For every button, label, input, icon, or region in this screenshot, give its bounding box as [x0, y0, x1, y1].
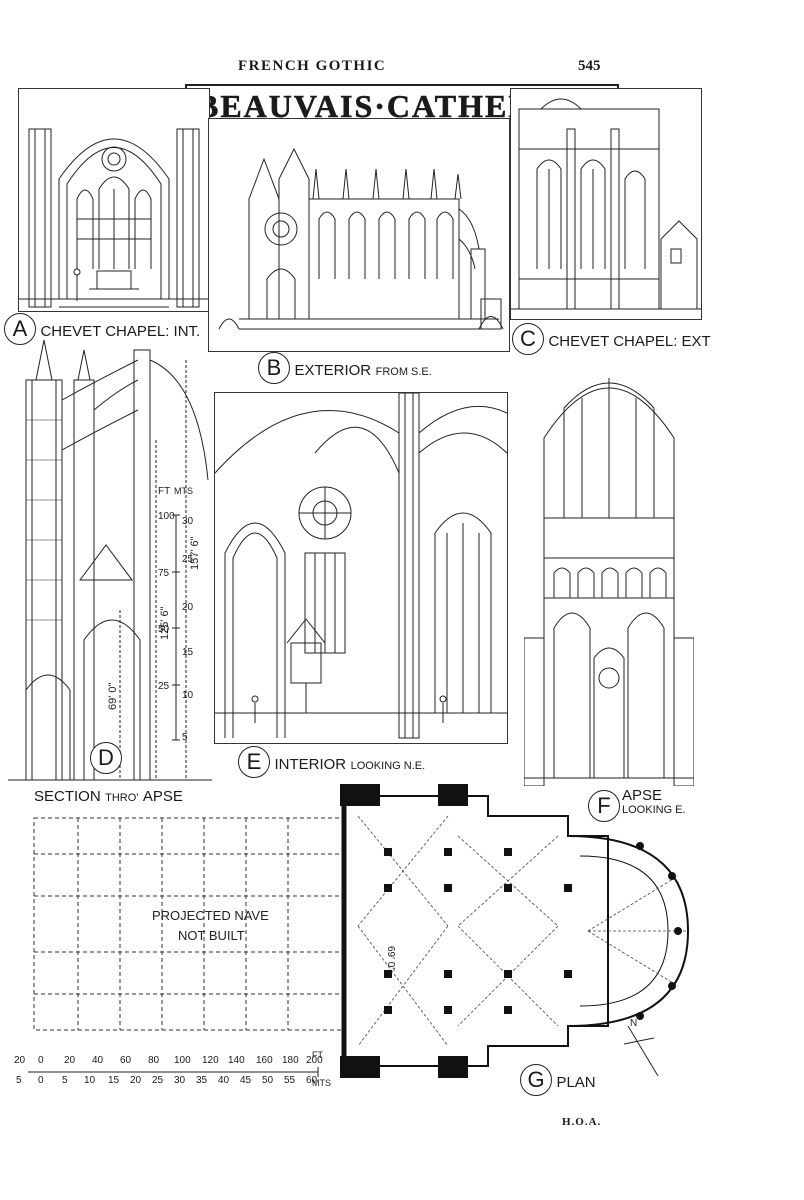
exterior-drawing [218, 147, 504, 330]
running-title: FRENCH GOTHIC [238, 58, 387, 74]
projected-note-line-1: PROJECTED NAVE [152, 908, 269, 923]
caption-f-text-wrap: APSE LOOKING E. [622, 788, 686, 818]
figure-letter-f: F [588, 790, 620, 822]
scale-ft-tick: 20 [64, 1055, 76, 1066]
caption-f-text: APSE [622, 787, 663, 804]
scale-m-tick: 50 [262, 1075, 274, 1086]
scale-m-tick: 30 [174, 1075, 186, 1086]
scale-ft-50: 50 [158, 624, 170, 635]
caption-d-sub: THRO' [105, 792, 139, 804]
plan-drawing: N 69' 0" PROJECTED NAVE NOT BUILT FT MTS [17, 784, 690, 1088]
figure-letter-e: E [238, 746, 270, 778]
north-label: N [630, 1018, 637, 1029]
scale-m-unit: MTS [174, 486, 193, 496]
scale-m-25: 25 [182, 554, 194, 565]
caption-c-text: CHEVET CHAPEL: EXT [548, 333, 711, 350]
caption-a: A CHEVET CHAPEL: INT. [4, 313, 200, 345]
scale-m-label: MTS [312, 1078, 331, 1088]
scale-ft-tick: 60 [120, 1055, 132, 1066]
caption-d-letter-wrap: D [90, 742, 122, 774]
caption-b: B EXTERIOR FROM S.E. [258, 352, 432, 384]
scale-m-tick: 15 [108, 1075, 120, 1086]
scale-m-tick: 45 [240, 1075, 252, 1086]
figure-letter-g: G [520, 1064, 552, 1096]
caption-g: G PLAN [520, 1064, 596, 1096]
caption-f: F [588, 790, 620, 822]
scale-ft-tick: 80 [148, 1055, 160, 1066]
scale-m-tick: 25 [152, 1075, 164, 1086]
plan-width-dim: 69' 0" [385, 946, 396, 971]
scale-ft-25: 25 [158, 681, 170, 692]
scale-ft-100: 100 [158, 511, 175, 522]
figure-a-chevet-chapel-interior [18, 88, 210, 312]
scale-ft-tick: 20 [14, 1055, 26, 1066]
caption-e-sub: LOOKING N.E. [350, 760, 426, 772]
caption-e: E INTERIOR LOOKING N.E. [238, 746, 425, 778]
section-drawing: FT MTS 100 75 50 25 30 25 20 15 10 5 157… [8, 339, 212, 781]
footer-note: H.O.A. [562, 1116, 602, 1128]
scale-m-tick: 55 [284, 1075, 296, 1086]
scale-ft-75: 75 [158, 568, 170, 579]
scale-ft-tick: 40 [92, 1055, 104, 1066]
scale-m-tick: 35 [196, 1075, 208, 1086]
section-dim-125: 125' 6" [159, 606, 171, 640]
scale-m-tick: 0 [38, 1075, 44, 1086]
scale-m-10: 10 [182, 690, 194, 701]
figure-f-apse [523, 358, 695, 787]
apse-drawing [523, 378, 695, 787]
section-dim-69: 69' 0" [107, 682, 119, 710]
scale-m-tick: 5 [62, 1075, 68, 1086]
plan-scale-m-row: 5 0 5 10 15 20 25 30 35 40 45 50 55 60 [14, 1075, 318, 1089]
scale-m-tick: 40 [218, 1075, 230, 1086]
caption-d-text-2: APSE [142, 788, 183, 805]
interior-drawing [215, 393, 507, 739]
figure-letter-d: D [90, 742, 122, 774]
scale-ft-tick: 160 [256, 1055, 273, 1066]
scale-m-20: 20 [182, 602, 194, 613]
caption-e-text: INTERIOR [274, 756, 347, 773]
scale-m-30: 30 [182, 516, 194, 527]
figure-letter-b: B [258, 352, 290, 384]
caption-d-text: SECTION [34, 788, 101, 805]
caption-d: SECTION THRO' APSE [34, 788, 183, 806]
scale-m-tick: 20 [130, 1075, 142, 1086]
scale-ft-tick: 180 [282, 1055, 299, 1066]
scale-m-tick: 5 [16, 1075, 22, 1086]
caption-c: C CHEVET CHAPEL: EXT [512, 323, 711, 355]
scale-ft-tick: 100 [174, 1055, 191, 1066]
figure-letter-c: C [512, 323, 544, 355]
section-dim-157: 157' 6" [189, 536, 201, 570]
projected-note-line-2: NOT BUILT [178, 928, 245, 943]
scale-m-5: 5 [182, 732, 188, 743]
scale-ft-unit: FT [158, 486, 170, 497]
caption-g-text: PLAN [556, 1074, 596, 1091]
scale-m-tick: 60 [306, 1075, 318, 1086]
figure-c-chevet-chapel-exterior [510, 88, 702, 320]
plan-scale-ft-row: 20 0 20 40 60 80 100 120 140 160 180 200 [14, 1055, 324, 1069]
scale-ft-label: FT [312, 1050, 323, 1060]
caption-b-text: EXTERIOR [294, 362, 372, 379]
figure-b-exterior [208, 118, 510, 352]
figure-g-plan: N 69' 0" PROJECTED NAVE NOT BUILT FT MTS [17, 776, 728, 1096]
figure-d-section: FT MTS 100 75 50 25 30 25 20 15 10 5 157… [8, 339, 212, 790]
caption-f-sub: LOOKING E. [622, 804, 686, 816]
scale-ft-tick: 140 [228, 1055, 245, 1066]
caption-a-text: CHEVET CHAPEL: INT. [40, 323, 201, 340]
chapel-exterior-drawing [511, 98, 701, 310]
scale-ft-tick: 120 [202, 1055, 219, 1066]
scale-m-tick: 10 [84, 1075, 96, 1086]
chapel-interior-drawing [19, 128, 209, 308]
scale-ft-tick: 0 [38, 1055, 44, 1066]
scale-ft-tick: 200 [306, 1055, 323, 1066]
scale-m-15: 15 [182, 647, 194, 658]
page-number: 545 [578, 58, 601, 74]
caption-b-sub: FROM S.E. [375, 366, 432, 378]
figure-e-interior [214, 392, 508, 744]
